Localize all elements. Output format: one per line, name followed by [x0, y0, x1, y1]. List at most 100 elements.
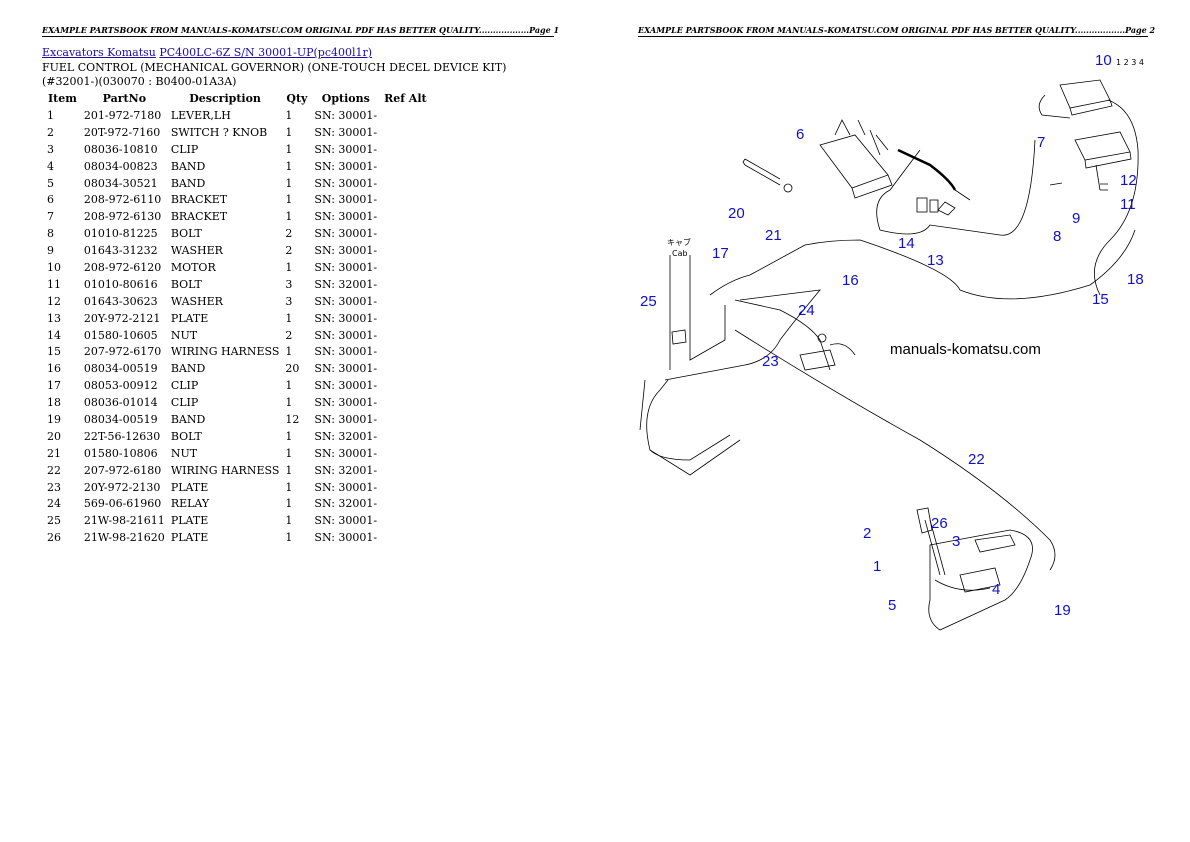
- cell-qty: 1: [285, 480, 293, 494]
- cell-ref-alt: [380, 293, 431, 310]
- cell-description: BOLT: [170, 429, 202, 443]
- callout-16: 16: [842, 272, 859, 289]
- cell-partno: 08034-30521: [83, 176, 158, 190]
- cell-description: WIRING HARNESS: [170, 463, 280, 477]
- col-header-item: Item: [48, 92, 77, 105]
- cell-partno: 22T-56-12630: [83, 429, 161, 443]
- cell-qty: 3: [285, 294, 293, 308]
- cell-options: SN: 30001-: [314, 531, 378, 545]
- cell-options: SN: 30001-: [314, 362, 378, 376]
- cell-item: 1: [47, 108, 54, 122]
- callout-6: 6: [796, 126, 804, 143]
- callout-23: 23: [762, 353, 779, 370]
- cell-description: RELAY: [170, 497, 210, 511]
- cell-qty: 1: [285, 108, 293, 122]
- cell-partno: 08034-00519: [83, 362, 158, 376]
- cell-item: 23: [47, 480, 61, 494]
- cell-options: SN: 30001-: [314, 193, 378, 207]
- cell-ref-alt: [380, 141, 431, 158]
- cell-ref-alt: [380, 428, 431, 445]
- small-digits-label: 1 2 3 4: [1116, 58, 1144, 67]
- cell-options: SN: 30001-: [314, 227, 378, 241]
- cell-options: SN: 30001-: [314, 294, 378, 308]
- cell-options: SN: 32001-: [314, 497, 378, 511]
- cell-options: SN: 30001-: [314, 125, 378, 139]
- cell-options: SN: 30001-: [314, 328, 378, 342]
- watermark: manuals-komatsu.com: [890, 341, 1041, 358]
- cell-ref-alt: [380, 242, 431, 259]
- cell-description: BAND: [170, 412, 206, 426]
- callout-24: 24: [798, 302, 815, 319]
- cell-item: 11: [47, 277, 61, 291]
- callout-25: 25: [640, 293, 657, 310]
- cell-item: 26: [47, 531, 61, 545]
- cell-item: 20: [47, 429, 61, 443]
- col-header-partno: PartNo: [102, 92, 147, 105]
- callout-9: 9: [1072, 210, 1080, 227]
- cell-partno: 21W-98-21620: [83, 531, 165, 545]
- cell-partno: 20Y-972-2121: [83, 311, 161, 325]
- breadcrumb: Excavators Komatsu PC400LC-6Z S/N 30001-…: [42, 46, 372, 59]
- cell-item: 3: [47, 142, 54, 156]
- callout-11: 11: [1120, 196, 1136, 213]
- cell-description: WASHER: [170, 244, 223, 258]
- callout-22: 22: [968, 451, 985, 468]
- cell-item: 5: [47, 176, 54, 190]
- cell-options: SN: 30001-: [314, 412, 378, 426]
- cell-ref-alt: [380, 208, 431, 225]
- cell-item: 6: [47, 193, 54, 207]
- cell-description: WASHER: [170, 294, 223, 308]
- cell-qty: 1: [285, 176, 293, 190]
- cell-qty: 1: [285, 260, 293, 274]
- cell-partno: 20T-972-7160: [83, 125, 161, 139]
- callout-12: 12: [1120, 172, 1137, 189]
- cab-label: Cab: [672, 249, 688, 258]
- page-header-left: EXAMPLE PARTSBOOK FROM MANUALS-KOMATSU.C…: [42, 25, 560, 37]
- cell-description: NUT: [170, 446, 198, 460]
- cell-options: SN: 30001-: [314, 446, 378, 460]
- cell-partno: 01643-31232: [83, 244, 158, 258]
- cell-options: SN: 30001-: [314, 345, 378, 359]
- cell-qty: 1: [285, 429, 293, 443]
- diagram-linework: [639, 79, 1139, 631]
- cell-description: PLATE: [170, 480, 209, 494]
- cell-ref-alt: [380, 495, 431, 512]
- col-header-options: Options: [321, 92, 370, 105]
- cell-qty: 1: [285, 125, 293, 139]
- cell-options: SN: 30001-: [314, 159, 378, 173]
- cell-ref-alt: [380, 512, 431, 529]
- cell-description: CLIP: [170, 142, 199, 156]
- cell-item: 25: [47, 514, 61, 528]
- cell-ref-alt: [380, 327, 431, 344]
- cell-qty: 1: [285, 514, 293, 528]
- cell-partno: 08034-00823: [83, 159, 158, 173]
- cell-description: PLATE: [170, 531, 209, 545]
- cell-item: 13: [47, 311, 61, 325]
- callout-13: 13: [927, 252, 944, 269]
- cell-ref-alt: [380, 259, 431, 276]
- breadcrumb-link-model[interactable]: PC400LC-6Z S/N 30001-UP(pc400l1r): [159, 46, 373, 59]
- cell-description: BOLT: [170, 277, 202, 291]
- cell-partno: 08034-00519: [83, 412, 158, 426]
- cell-partno: 569-06-61960: [83, 497, 162, 511]
- cell-options: SN: 30001-: [314, 480, 378, 494]
- cell-ref-alt: [380, 462, 431, 479]
- cell-ref-alt: [380, 191, 431, 208]
- cell-item: 21: [47, 446, 61, 460]
- breadcrumb-link-category[interactable]: Excavators Komatsu: [42, 46, 156, 59]
- cell-item: 8: [47, 227, 54, 241]
- callout-15: 15: [1092, 291, 1109, 308]
- callout-14: 14: [898, 235, 915, 252]
- cell-qty: 1: [285, 463, 293, 477]
- callout-26: 26: [931, 515, 948, 532]
- cell-item: 12: [47, 294, 61, 308]
